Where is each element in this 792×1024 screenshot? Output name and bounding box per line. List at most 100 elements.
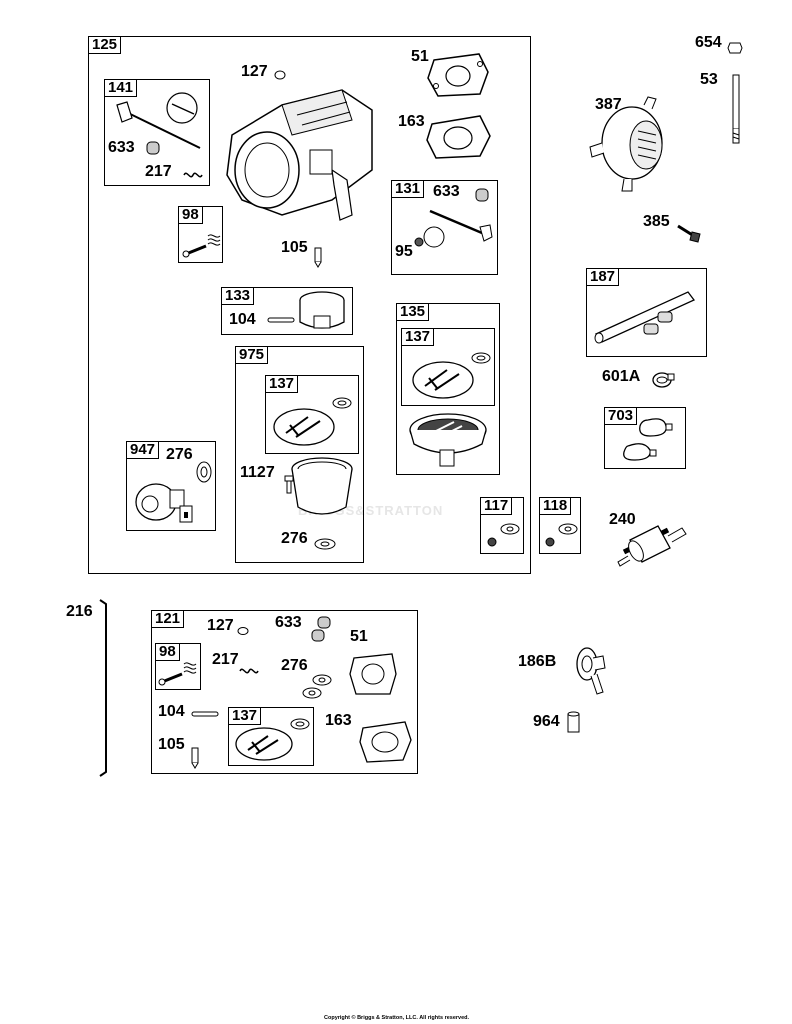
label-105: 105: [281, 239, 308, 256]
box-label-117: 117: [481, 498, 513, 515]
bushing-633-b-part[interactable]: [474, 187, 490, 203]
parts-118-part[interactable]: [542, 520, 580, 550]
clamp-601A-part[interactable]: [650, 370, 676, 390]
gasket-137-b-part[interactable]: [268, 393, 356, 451]
float-bowl-975-part[interactable]: [290, 455, 358, 527]
pin-104-b-part[interactable]: [191, 708, 221, 720]
fuel-pump-387-part[interactable]: [586, 95, 670, 195]
box-label-137-c: 137: [229, 708, 262, 725]
label-1127: 1127: [240, 464, 275, 481]
kit-box-121: 121: [151, 610, 418, 774]
part-964[interactable]: [566, 711, 582, 735]
box-label-98: 98: [179, 207, 203, 224]
label-217: 217: [145, 163, 172, 180]
copyright-text: Copyright © Briggs & Stratton, LLC. All …: [324, 1015, 470, 1021]
throttle-shaft-part[interactable]: [112, 90, 207, 160]
label-633-c: 633: [275, 614, 302, 631]
spring-217-part[interactable]: [181, 167, 205, 183]
box-label-131: 131: [392, 181, 425, 198]
kit-box-98: 98: [178, 206, 223, 263]
kit-box-135: 135: [396, 303, 500, 475]
gasket-51-part[interactable]: [424, 50, 494, 100]
label-53: 53: [700, 71, 718, 88]
kit-box-703: 703: [604, 407, 686, 469]
label-163-b: 163: [325, 712, 352, 729]
box-label-187: 187: [587, 269, 620, 286]
label-127-b: 127: [207, 617, 234, 634]
clamps-703-part[interactable]: [620, 414, 682, 466]
box-label-947: 947: [127, 442, 160, 459]
float-133-part[interactable]: [296, 290, 348, 332]
kit-box-975: 975: [235, 346, 364, 563]
screw-385-part[interactable]: [676, 222, 702, 244]
plug-127-part[interactable]: [274, 70, 286, 80]
label-186B: 186B: [518, 653, 557, 670]
choke-shaft-part[interactable]: [420, 205, 495, 250]
float-bowl-135-part[interactable]: [404, 410, 494, 472]
screw-95-part[interactable]: [412, 235, 426, 249]
link-216-part[interactable]: [96, 596, 116, 780]
label-276-c: 276: [281, 657, 308, 674]
label-387: 387: [595, 96, 622, 113]
needle-105-part[interactable]: [312, 246, 324, 268]
box-label-703: 703: [605, 408, 638, 425]
kit-box-118: 118: [539, 497, 581, 554]
label-104: 104: [229, 311, 256, 328]
pin-104-part[interactable]: [267, 315, 297, 325]
screw-98-b-part[interactable]: [158, 652, 200, 686]
label-127: 127: [241, 63, 268, 80]
stud-53-part[interactable]: [729, 73, 743, 147]
label-633-b: 633: [433, 183, 460, 200]
box-label-133: 133: [222, 288, 255, 305]
box-label-137-b: 137: [266, 376, 299, 393]
fitting-186B-part[interactable]: [573, 644, 607, 700]
label-104-b: 104: [158, 703, 185, 720]
label-51-b: 51: [350, 628, 368, 645]
carburetor-body-part[interactable]: [222, 80, 382, 230]
washers-276-c-part[interactable]: [300, 672, 334, 702]
bushing-633-part[interactable]: [145, 140, 161, 156]
kit-box-137-b: 137: [265, 375, 359, 454]
plug-127-b-part[interactable]: [237, 626, 249, 636]
label-217-b: 217: [212, 651, 239, 668]
label-385: 385: [643, 213, 670, 230]
gasket-137-c-part[interactable]: [232, 714, 312, 764]
kit-box-137-a: 137: [401, 328, 495, 406]
box-label-125: 125: [89, 37, 122, 54]
fuel-line-187-part[interactable]: [592, 288, 700, 348]
label-51: 51: [411, 48, 429, 65]
kit-box-98-b: 98: [155, 643, 201, 690]
nut-654-part[interactable]: [727, 41, 743, 55]
kit-box-133: 133: [221, 287, 353, 335]
screw-98-part[interactable]: [182, 228, 222, 258]
kit-box-947: 947: [126, 441, 216, 531]
fuel-filter-240-part[interactable]: [610, 512, 692, 568]
solenoid-947-part[interactable]: [134, 476, 198, 526]
gasket-137-a-part[interactable]: [407, 348, 495, 403]
kit-box-141: 141: [104, 79, 210, 186]
box-label-975: 975: [236, 347, 269, 364]
gasket-163-part[interactable]: [424, 112, 494, 162]
spring-217-b-part[interactable]: [237, 662, 263, 680]
label-276-b: 276: [281, 530, 308, 547]
label-276: 276: [166, 446, 193, 463]
gasket-163-b-part[interactable]: [357, 718, 415, 766]
kit-box-125: 125: [88, 36, 531, 574]
label-654: 654: [695, 34, 722, 51]
gasket-51-b-part[interactable]: [346, 650, 400, 698]
label-95: 95: [395, 243, 413, 260]
washer-276-part[interactable]: [194, 460, 214, 484]
needle-105-b-part[interactable]: [189, 746, 201, 770]
box-label-121: 121: [152, 611, 185, 628]
parts-117-part[interactable]: [484, 520, 522, 550]
washer-276-b-part[interactable]: [313, 537, 337, 551]
bushings-633-c-part[interactable]: [308, 615, 334, 645]
kit-box-131: 131: [391, 180, 498, 275]
label-163: 163: [398, 113, 425, 130]
label-240: 240: [609, 511, 636, 528]
box-label-135: 135: [397, 304, 430, 321]
box-label-141: 141: [105, 80, 138, 97]
label-964: 964: [533, 713, 560, 730]
box-label-98-b: 98: [156, 644, 180, 661]
label-216: 216: [66, 603, 93, 620]
